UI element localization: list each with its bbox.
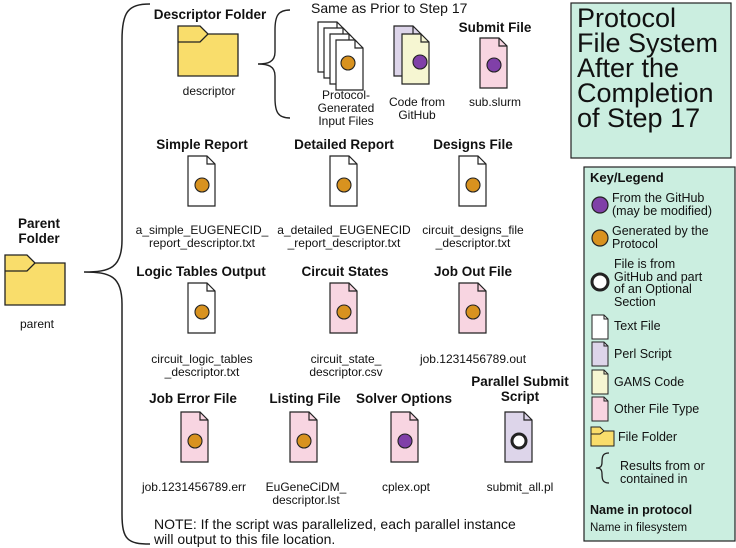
job-out-name: job.1231456789.out <box>419 352 527 366</box>
parallel-submit-heading: Parallel Submit Script <box>471 374 569 404</box>
listing-file-heading: Listing File <box>269 391 341 406</box>
legend-generated: Generated by the Protocol <box>612 224 709 251</box>
legend-folder-icon <box>590 426 615 447</box>
descriptor-name: descriptor <box>182 84 236 98</box>
descriptor-brace <box>257 9 291 119</box>
legend-results: Results from or contained in <box>620 459 705 486</box>
legend-heading: Key/Legend <box>590 170 664 185</box>
legend-name-protocol: Name in protocol <box>590 503 693 517</box>
logic-tables-icon <box>187 282 216 334</box>
parent-heading: Parent Folder <box>17 216 61 246</box>
solver-options-icon <box>390 411 419 463</box>
parallel-submit-name: submit_all.pl <box>486 480 554 494</box>
parallel-submit-icon <box>504 411 533 463</box>
detailed-report-icon <box>329 155 358 207</box>
legend-optional-dot-icon <box>590 272 610 292</box>
legend-perl-script: Perl Script <box>614 347 672 361</box>
legend-purple-dot-icon <box>591 196 609 214</box>
legend-perl-script-icon <box>591 341 609 367</box>
legend-brace-icon <box>595 452 610 484</box>
descriptor-folder-icon <box>177 25 239 77</box>
parent-name: parent <box>19 317 55 331</box>
listing-file-icon <box>289 411 318 463</box>
submit-file-icon <box>479 37 508 89</box>
protocol-inputs-label: Protocol- Generated Input Files <box>317 88 375 128</box>
legend-from-github: From the GitHub (may be modified) <box>612 191 713 218</box>
job-error-heading: Job Error File <box>149 391 237 406</box>
protocol-input-files-icon <box>317 21 364 91</box>
descriptor-heading: Descriptor Folder <box>153 7 267 22</box>
job-error-icon <box>180 411 209 463</box>
code-github-label: Code from GitHub <box>388 95 446 122</box>
legend-file-folder: File Folder <box>618 430 678 444</box>
listing-file-name: EuGeneCiDM_ descriptor.lst <box>265 480 347 507</box>
title-panel <box>570 2 732 159</box>
job-out-heading: Job Out File <box>433 264 512 279</box>
simple-report-icon <box>187 155 216 207</box>
legend-optional: File is from GitHub and part of an Optio… <box>614 257 703 309</box>
legend-text-file-icon <box>591 314 609 340</box>
logic-tables-heading: Logic Tables Output <box>136 264 266 279</box>
circuit-states-name: circuit_state_ descriptor.csv <box>309 352 383 379</box>
logic-tables-name: circuit_logic_tables _descriptor.txt <box>151 352 253 379</box>
legend-panel <box>583 166 736 542</box>
legend-name-filesystem: Name in filesystem <box>590 522 688 534</box>
code-from-github-icon <box>393 25 430 85</box>
solver-options-name: cplex.opt <box>381 480 431 494</box>
solver-options-heading: Solver Options <box>355 391 453 406</box>
simple-report-heading: Simple Report <box>156 137 248 152</box>
parallel-note: NOTE: If the script was parallelized, ea… <box>154 516 516 547</box>
legend-other-file-icon <box>591 396 609 422</box>
same-as-prior-label: Same as Prior to Step 17 <box>311 0 468 16</box>
submit-file-heading: Submit File <box>458 20 532 35</box>
detailed-report-heading: Detailed Report <box>294 137 394 152</box>
detailed-report-name: a_detailed_EUGENECID _report_descriptor.… <box>277 223 411 250</box>
simple-report-name: a_simple_EUGENECID_ report_descriptor.tx… <box>135 223 269 250</box>
parent-brace <box>83 3 151 545</box>
page-title: Protocol File System After the Completio… <box>577 3 719 133</box>
legend-orange-dot-icon <box>591 229 609 247</box>
designs-file-heading: Designs File <box>433 137 513 152</box>
designs-file-name: circuit_designs_file _descriptor.txt <box>422 223 524 250</box>
submit-file-name: sub.slurm <box>468 95 521 109</box>
parent-folder-icon <box>4 254 66 306</box>
circuit-states-icon <box>329 282 358 334</box>
designs-file-icon <box>458 155 487 207</box>
legend-gams-code: GAMS Code <box>614 375 685 389</box>
job-error-name: job.1231456789.err <box>141 480 247 494</box>
legend-text-file: Text File <box>614 319 661 333</box>
legend-other-file: Other File Type <box>614 402 700 416</box>
job-out-icon <box>458 282 487 334</box>
circuit-states-heading: Circuit States <box>301 264 389 279</box>
legend-gams-code-icon <box>591 369 609 395</box>
